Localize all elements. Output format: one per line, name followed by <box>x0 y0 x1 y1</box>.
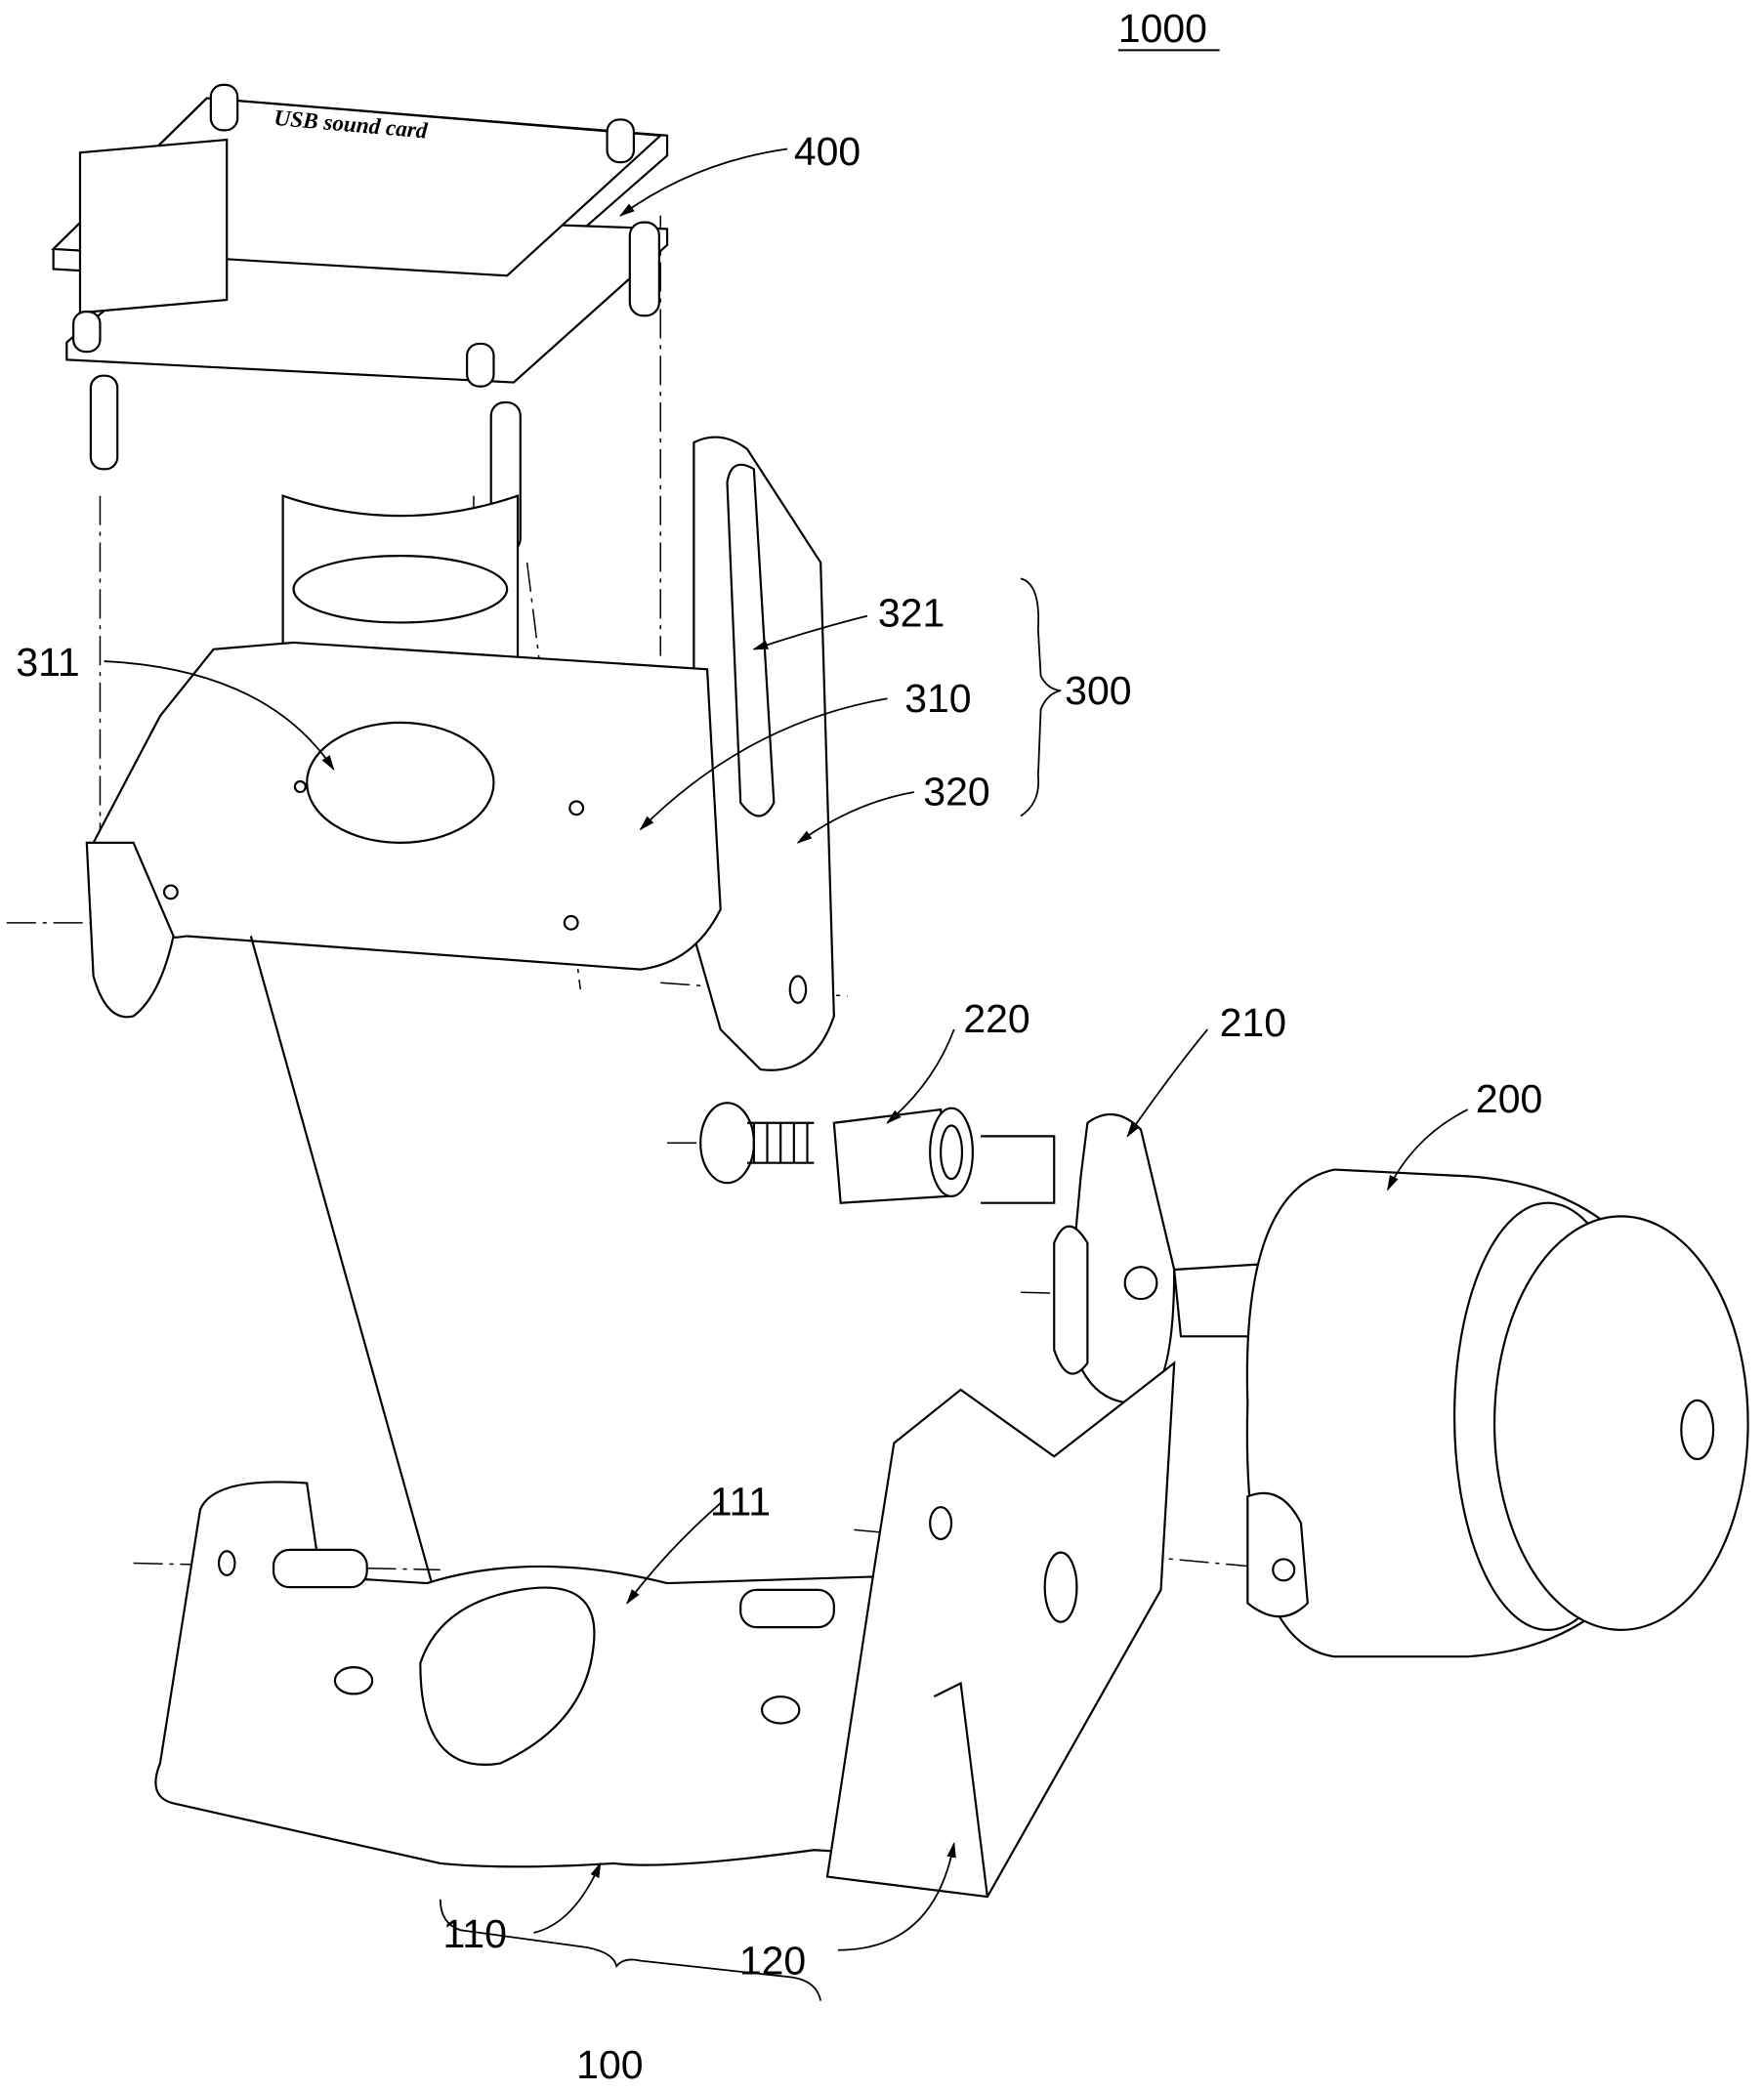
label-210: 210 <box>1220 1000 1286 1045</box>
label-311: 311 <box>16 640 79 685</box>
label-220: 220 <box>963 996 1029 1041</box>
mount-bracket-300 <box>85 436 835 1071</box>
assembly-label: 1000 <box>1118 6 1207 51</box>
label-111: 111 <box>710 1479 771 1524</box>
cam-210 <box>1053 1112 1176 1404</box>
usb-sound-card-400: USB sound card <box>51 83 669 690</box>
motor-200 <box>1172 1168 1749 1658</box>
label-300: 300 <box>1065 668 1131 713</box>
label-120: 120 <box>739 1938 806 1983</box>
label-100: 100 <box>576 2042 643 2087</box>
leader-lines <box>104 147 1469 2001</box>
label-110: 110 <box>443 1911 507 1956</box>
screw-sleeve-220 <box>699 1102 1056 1204</box>
reference-labels: 400 321 311 310 300 320 220 210 200 111 … <box>16 129 1542 2087</box>
guide-line <box>249 936 436 1591</box>
label-321: 321 <box>878 591 945 636</box>
label-400: 400 <box>794 129 861 174</box>
base-bracket-100 <box>154 1360 1176 1899</box>
label-200: 200 <box>1476 1076 1542 1121</box>
label-320: 320 <box>923 770 989 815</box>
label-310: 310 <box>904 676 971 721</box>
